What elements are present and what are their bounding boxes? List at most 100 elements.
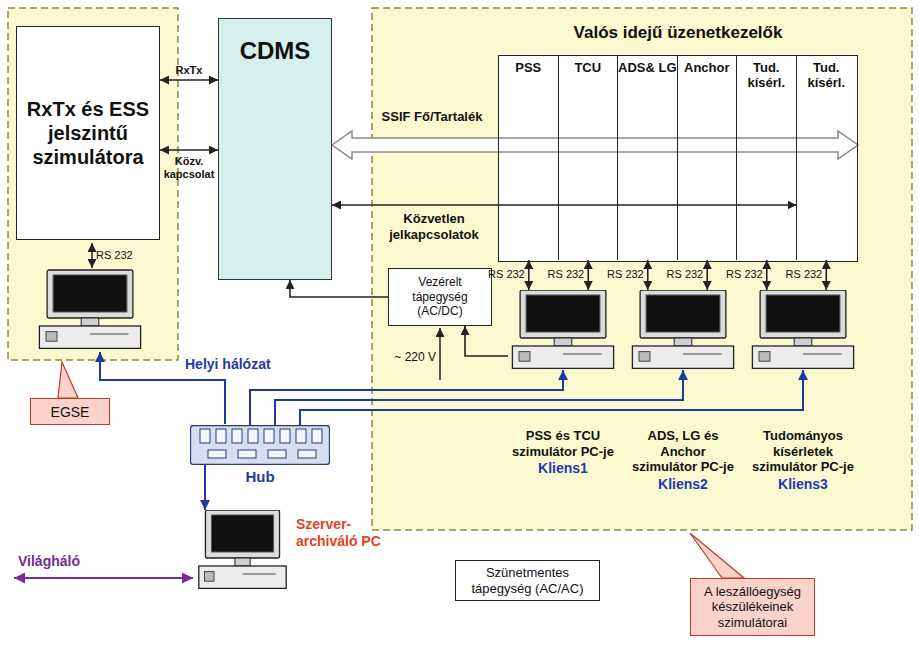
text-group: PSS és TCU szimulátor PC-jeKliens1 xyxy=(507,428,619,477)
node-text: Szünetmentes tápegység (AC/AC) xyxy=(460,565,595,596)
connector xyxy=(766,260,768,290)
callout-pointer xyxy=(58,362,78,398)
text-group: Szerver-archiváló PC xyxy=(296,516,392,550)
network-line xyxy=(250,370,563,425)
text-group: ADS& LG xyxy=(618,61,677,76)
handler-box: Valós idejű üzenetkezelőkPSSTCUADS& LGAn… xyxy=(498,55,858,262)
node-text: ADS& LG xyxy=(618,61,677,76)
text-group: A leszállóegység készülékeinek szimuláto… xyxy=(694,584,811,631)
free-label: Helyi hálózat xyxy=(185,356,305,372)
text-group: RxTx és ESS jelszintű szimulátora xyxy=(21,97,155,169)
free-label: Világháló xyxy=(18,553,108,569)
node-text: Valós idejű üzenetkezelők xyxy=(499,23,857,43)
free-label: RS 232 xyxy=(96,249,140,261)
node-text: Vezérelt tápegység (AC/DC) xyxy=(393,275,487,318)
network-line xyxy=(204,465,206,510)
handler-ground xyxy=(498,55,858,262)
node-text: EGSE xyxy=(51,404,90,420)
handler-column: Anchor xyxy=(678,56,738,260)
edge-label: RS 232 xyxy=(544,268,584,281)
process-box: Vezérelt tápegység (AC/DC) xyxy=(388,268,492,326)
node-text: Hub xyxy=(190,468,330,485)
handler-column: PSS xyxy=(499,56,559,260)
text-group: Valós idejű üzenetkezelők xyxy=(499,23,857,43)
text-group: ADS, LG és Anchor szimulátor PC-jeKliens… xyxy=(627,428,739,493)
edge-label: SSIF Fő/Tartalék xyxy=(380,109,484,125)
edge-label: RS 232 xyxy=(485,268,525,281)
computer-icon xyxy=(748,290,858,370)
lander-panel xyxy=(372,8,912,530)
node-text: Tudományos kísérletek szimulátor PC-je xyxy=(747,428,859,475)
edge-label: RS 232 xyxy=(663,268,703,281)
edge-label: RS 232 xyxy=(782,268,822,281)
mains-line xyxy=(439,328,441,380)
connector xyxy=(647,260,649,290)
connector xyxy=(290,280,388,297)
computer: Tudományos kísérletek szimulátor PC-jeKl… xyxy=(748,290,858,370)
computer-icon xyxy=(508,290,618,370)
egse-panel xyxy=(8,8,178,360)
computer-icon xyxy=(195,510,290,590)
text-group: PSS xyxy=(499,61,558,76)
free-label: ~ 220 V xyxy=(374,350,436,364)
node-text: RxTx és ESS jelszintű szimulátora xyxy=(21,97,155,169)
handler-column: ADS& LG xyxy=(618,56,678,260)
node-text: TCU xyxy=(559,61,618,76)
process-box: Szünetmentes tápegység (AC/AC) xyxy=(455,560,600,601)
connector xyxy=(332,204,797,206)
computer-icon xyxy=(628,290,738,370)
edge-label: RS 232 xyxy=(604,268,644,281)
node-text: A leszállóegység készülékeinek szimuláto… xyxy=(694,584,811,631)
internet-line xyxy=(14,577,193,579)
node-text: PSS xyxy=(499,61,558,76)
text-group: Tud. kísérl. xyxy=(737,61,796,91)
connector xyxy=(825,260,827,290)
text-group: Tudományos kísérletek szimulátor PC-jeKl… xyxy=(747,428,859,493)
text-group: CDMS xyxy=(240,37,311,65)
connector xyxy=(706,260,708,290)
handler-column: Tud. kísérl. xyxy=(737,56,797,260)
node-text: Tud. kísérl. xyxy=(737,61,796,91)
node-text: ADS, LG és Anchor szimulátor PC-je xyxy=(627,428,739,475)
text-group: TCU xyxy=(559,61,618,76)
computer: Szerver-archiváló PC xyxy=(195,510,290,590)
bus-arrow xyxy=(332,131,858,159)
edge-label: Közv. kapcsolat xyxy=(162,155,216,181)
connector xyxy=(587,260,589,290)
edge-label: Közvetlen jelkapcsolatok xyxy=(378,211,490,242)
edge-label: RxTx xyxy=(164,64,214,76)
node-text: Kliens2 xyxy=(627,475,739,493)
computer: PSS és TCU szimulátor PC-jeKliens1 xyxy=(508,290,618,370)
callout-box: A leszállóegység készülékeinek szimuláto… xyxy=(690,578,815,636)
text-group: Szünetmentes tápegység (AC/AC) xyxy=(460,565,595,596)
network-line xyxy=(300,370,803,425)
process-box: RxTx és ESS jelszintű szimulátora xyxy=(16,26,160,240)
cdms-box: CDMS xyxy=(218,18,332,280)
text-group: Vezérelt tápegység (AC/DC) xyxy=(393,275,487,318)
node-text: Szerver-archiváló PC xyxy=(296,516,392,550)
node-text: Anchor xyxy=(678,61,737,76)
edge-label: RS 232 xyxy=(723,268,763,281)
connector xyxy=(465,326,508,356)
text-group: Anchor xyxy=(678,61,737,76)
node-text: CDMS xyxy=(240,37,311,65)
connector xyxy=(160,149,218,151)
text-group: EGSE xyxy=(51,404,90,420)
callout-box: EGSE xyxy=(30,398,110,425)
text-group: Tud. kísérl. xyxy=(797,61,857,91)
connector xyxy=(160,79,218,81)
text-group: Hub xyxy=(190,468,330,485)
hub-icon xyxy=(190,425,330,465)
computer: ADS, LG és Anchor szimulátor PC-jeKliens… xyxy=(628,290,738,370)
handler-column: TCU xyxy=(559,56,619,260)
node-text: Kliens1 xyxy=(507,459,619,477)
network-line xyxy=(275,370,683,425)
callout-pointer xyxy=(690,533,744,578)
network-hub: Hub xyxy=(190,425,330,465)
node-text: Tud. kísérl. xyxy=(797,61,857,91)
node-text: PSS és TCU szimulátor PC-je xyxy=(507,428,619,459)
node-text: Kliens3 xyxy=(747,475,859,493)
serial-line xyxy=(91,243,93,268)
